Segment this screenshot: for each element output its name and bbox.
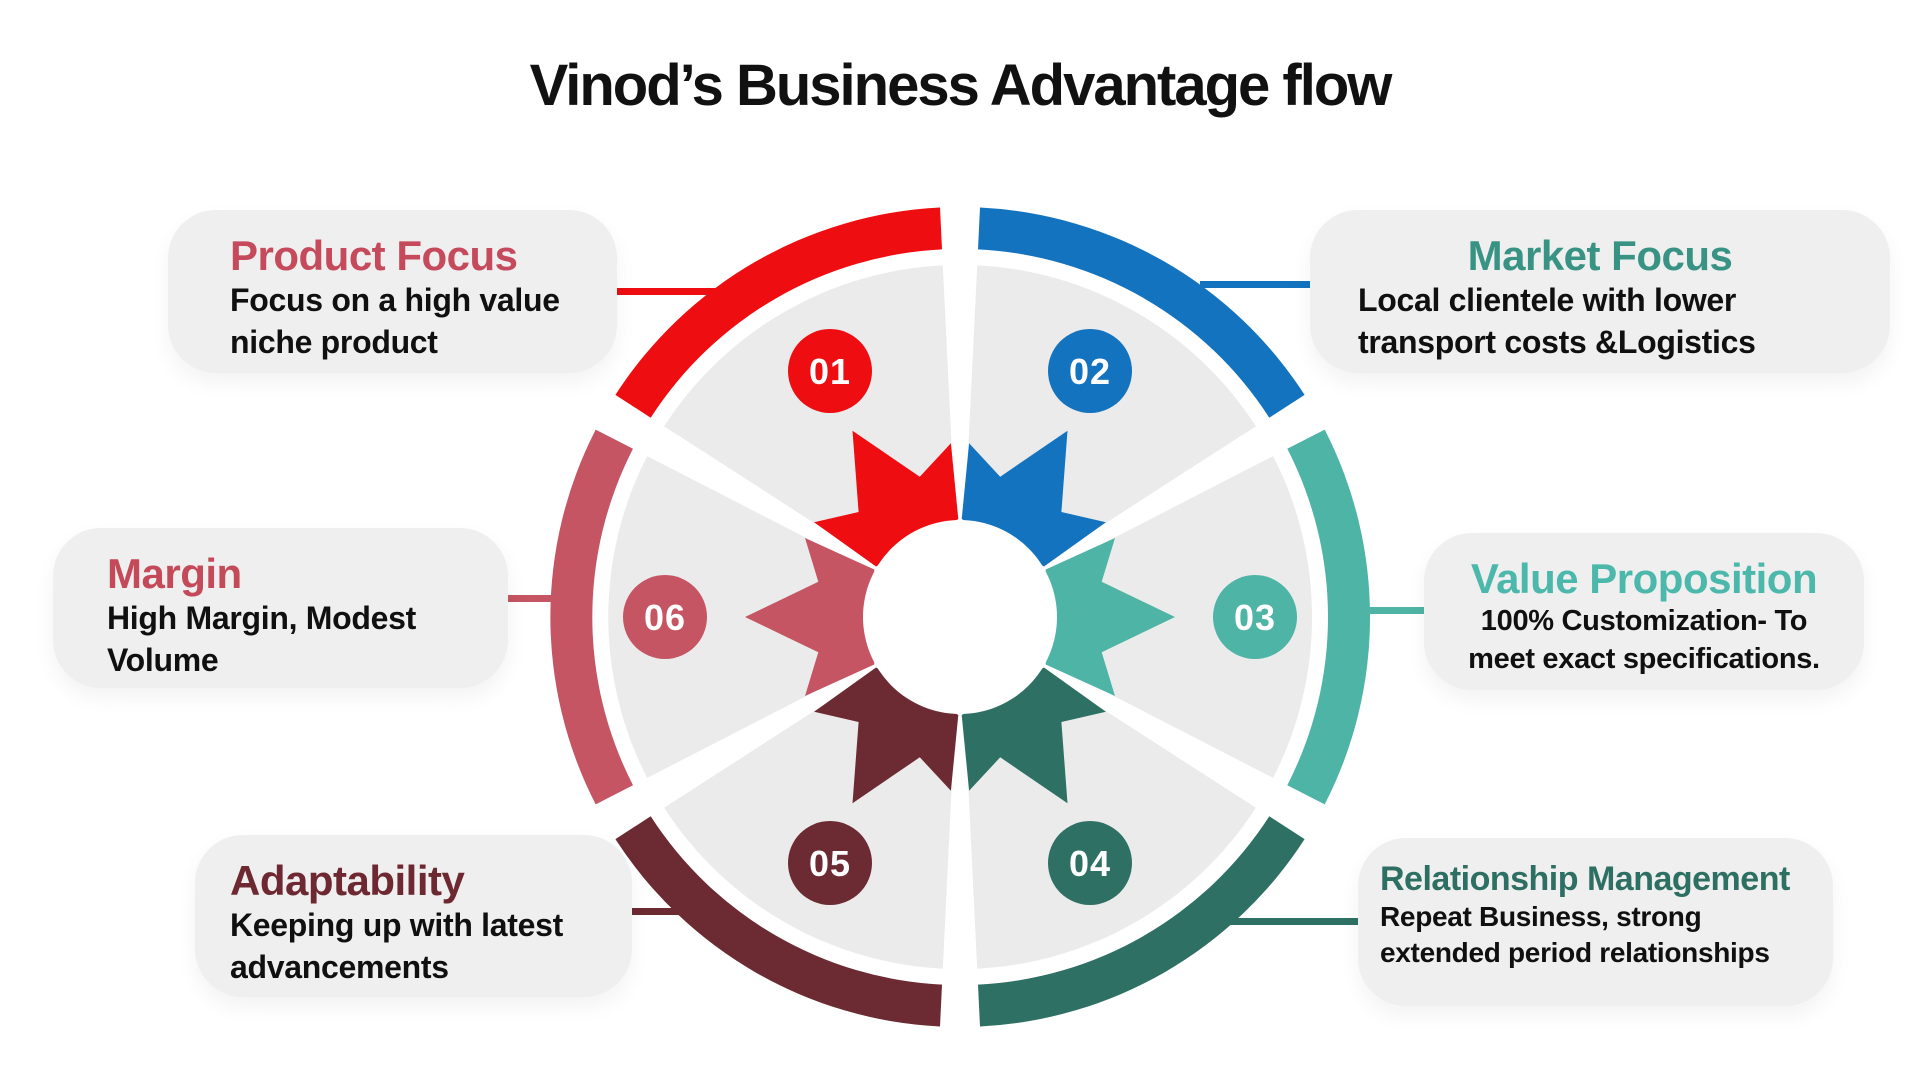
callout-adaptability-line2: advancements [230,948,449,985]
connector-product-focus [610,288,725,295]
callout-product-focus-line2: niche product [230,323,438,360]
segment-02-number-circle [1048,329,1132,413]
segment-06-number-circle [623,575,707,659]
callout-value-proposition-line1: 100% Customization- To [1480,605,1808,638]
callout-product-focus: Product Focus Focus on a high value nich… [168,210,617,373]
callout-relationship-management-line2: extended period relationships [1380,937,1770,969]
connector-margin [497,595,560,602]
callout-adaptability-title: Adaptability [230,857,465,904]
callout-market-focus-line1: Local clientele with lower [1358,282,1737,319]
segment-01-number-circle [788,329,872,413]
connector-market-focus [1200,281,1315,288]
callout-margin-line1: High Margin, Modest [107,600,416,637]
segment-01-arc [615,207,942,418]
callout-margin-title: Margin [107,550,242,597]
connector-adaptability [613,908,690,915]
segment-03-number: 03 [1234,597,1276,638]
segment-02-arc [978,207,1305,418]
segment-02-number: 02 [1069,351,1111,392]
segment-06-number: 06 [644,597,686,638]
segment-03-badge-icon [1045,538,1175,696]
hub-circle [863,520,1057,714]
segment-01-number: 01 [809,351,851,392]
callout-relationship-management-line1: Repeat Business, strong [1380,901,1702,933]
segment-05-number: 05 [809,843,851,884]
callout-value-proposition: Value Proposition 100% Customization- To… [1424,533,1864,690]
callout-margin-line2: Volume [107,641,219,678]
callout-adaptability-line1: Keeping up with latest [230,907,563,944]
callout-relationship-management-title: Relationship Management [1380,860,1790,898]
segment-04-number-circle [1048,821,1132,905]
callout-relationship-management: Relationship Management Repeat Business,… [1358,838,1833,1006]
connector-relationship-management [1225,918,1365,925]
callout-product-focus-line1: Focus on a high value [230,282,560,319]
callout-product-focus-title: Product Focus [230,232,518,279]
segment-03-number-circle [1213,575,1297,659]
segment-03-arc [1287,429,1371,805]
callout-value-proposition-line2: meet exact specifications. [1468,642,1820,675]
callout-market-focus-line2: transport costs &Logistics [1358,323,1756,360]
callout-margin: Margin High Margin, Modest Volume [53,528,508,688]
segment-06-badge-icon [745,538,875,696]
segment-05-arc [615,816,942,1027]
segment-04-number: 04 [1069,843,1111,884]
callout-market-focus-title: Market Focus [1467,232,1733,279]
segment-05-number-circle [788,821,872,905]
segment-06-arc [550,429,633,805]
callout-adaptability: Adaptability Keeping up with latest adva… [195,835,632,997]
callout-market-focus: Market Focus Local clientele with lower … [1310,210,1890,373]
page-title: Vinod’s Business Advantage flow [529,53,1393,118]
connector-value-proposition [1362,607,1440,614]
segment-04-arc [978,816,1305,1027]
callout-value-proposition-title: Value Proposition [1470,555,1818,602]
